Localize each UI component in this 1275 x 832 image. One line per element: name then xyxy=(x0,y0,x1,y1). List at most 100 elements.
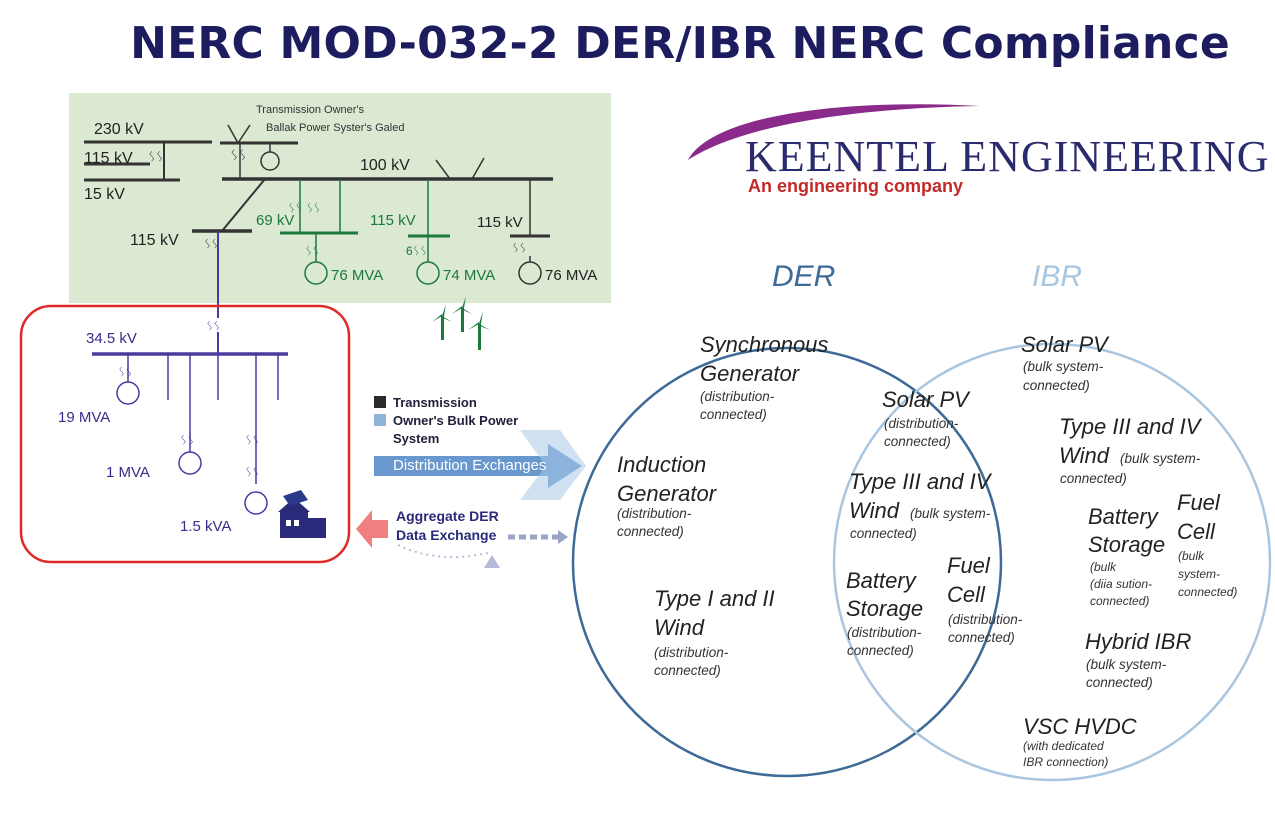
ibr-vsc-note2: IBR connection) xyxy=(1023,755,1109,769)
ibr-solar-note2: connected) xyxy=(1023,378,1090,393)
svg-text:ᛊᛊ ᛊᛊ: ᛊᛊ ᛊᛊ xyxy=(288,201,321,215)
der-type12-note1: (distribution- xyxy=(654,645,729,660)
diagram-header-line2: Ballak Power Syster's Galed xyxy=(266,122,405,134)
generator-76mva-b xyxy=(518,261,542,285)
label-load-1mva: 1 MVA xyxy=(106,464,150,481)
label-mid-symbol: 6ᛊᛊ xyxy=(406,244,428,258)
load-19mva-circle xyxy=(116,381,140,405)
svg-text:ᛊᛊ: ᛊᛊ xyxy=(245,433,259,447)
der-type12-note2: connected) xyxy=(654,663,721,678)
overlap-solar-note2: connected) xyxy=(884,434,951,449)
logo-tagline: An engineering company xyxy=(748,176,964,196)
overlap-solar-note1: (distribution- xyxy=(884,416,959,431)
logo-name: KEENTEL ENGINEERING xyxy=(745,132,1270,181)
diagram-header-line1: Transmission Owner's xyxy=(256,104,365,116)
label-15kv: 15 kV xyxy=(84,186,125,203)
label-115kv-top: 115 kV xyxy=(84,150,133,167)
ibr-wind-line1: Type III and IV xyxy=(1059,414,1201,439)
label-gen-76mva-b: 76 MVA xyxy=(545,267,598,284)
distribution-exchanges-label: Distribution Exchanges xyxy=(393,457,547,474)
overlap-fuel-note1: (distribution- xyxy=(948,612,1023,627)
ibr-solar: Solar PV xyxy=(1021,332,1108,357)
ibr-hybrid-note1: (bulk system- xyxy=(1086,657,1167,672)
legend-bulk-line1: Owner's Bulk Power xyxy=(393,413,519,428)
ibr-battery-note3: connected) xyxy=(1090,594,1150,608)
label-gen-76mva-a: 76 MVA xyxy=(331,267,384,284)
aggregate-arrow-left xyxy=(356,510,388,548)
load-1-5kva-circle xyxy=(244,491,268,515)
ibr-hybrid-note2: connected) xyxy=(1086,675,1153,690)
ibr-vsc: VSC HVDC xyxy=(1023,714,1137,739)
aggregate-der-line2: Data Exchange xyxy=(396,527,497,543)
legend-swatch-transmission xyxy=(374,396,386,408)
der-circle xyxy=(571,346,1003,778)
label-34-5kv: 34.5 kV xyxy=(86,330,137,347)
ibr-hybrid: Hybrid IBR xyxy=(1085,629,1192,654)
der-sync-gen-line1: Synchronous xyxy=(700,332,829,357)
overlap-wind-note2: connected) xyxy=(850,526,917,541)
der-heading: DER xyxy=(772,260,836,293)
legend-bulk-line2: System xyxy=(393,431,440,446)
generator-74mva xyxy=(416,261,440,285)
overlap-battery-line1: Battery xyxy=(846,568,916,593)
overlap-fuel-line1: Fuel xyxy=(947,553,990,578)
svg-text:ᛊᛊ: ᛊᛊ xyxy=(230,148,247,164)
der-sync-gen-note2: connected) xyxy=(700,407,767,422)
ibr-vsc-note1: (with dedicated xyxy=(1023,739,1104,753)
distribution-exchange-arrow xyxy=(374,444,582,488)
overlap-solar: Solar PV xyxy=(882,387,969,412)
der-sync-gen-note1: (distribution- xyxy=(700,389,775,404)
svg-text:ᛊᛊ: ᛊᛊ xyxy=(305,244,319,258)
ibr-battery-note2: (diia sution- xyxy=(1090,577,1153,591)
label-230kv: 230 kV xyxy=(94,121,144,138)
svg-text:ᛊᛊ: ᛊᛊ xyxy=(245,465,259,479)
der-induction-line2: Generator xyxy=(617,481,717,506)
svg-text:ᛊᛊ: ᛊᛊ xyxy=(206,319,220,333)
der-sync-gen-line2: Generator xyxy=(700,361,800,386)
page-title: NERC MOD-032-2 DER/IBR NERC Compliance xyxy=(130,18,1230,69)
ibr-battery-line2: Storage xyxy=(1088,532,1166,557)
der-induction-line1: Induction xyxy=(617,452,707,477)
house-solar-icon xyxy=(278,490,326,538)
ibr-wind-line2: Wind xyxy=(1059,443,1109,468)
svg-text:ᛊᛊ: ᛊᛊ xyxy=(148,150,164,165)
overlap-fuel-note2: connected) xyxy=(948,630,1015,645)
label-100kv: 100 kV xyxy=(360,157,410,174)
ibr-solar-note1: (bulk system- xyxy=(1023,359,1104,374)
label-115kv-left: 115 kV xyxy=(130,232,179,249)
overlap-battery-note2: connected) xyxy=(847,643,914,658)
aggregate-der-line1: Aggregate DER xyxy=(396,508,499,524)
der-induction-note2: connected) xyxy=(617,524,684,539)
der-induction-note1: (distribution- xyxy=(617,506,692,521)
der-type12-line2: Wind xyxy=(654,615,704,640)
label-115kv-right: 115 kV xyxy=(477,214,523,231)
label-load-19mva: 19 MVA xyxy=(58,409,111,426)
label-115kv-mid: 115 kV xyxy=(370,212,416,229)
ibr-fuel-note3: connected) xyxy=(1178,585,1238,599)
ibr-fuel-note2: system- xyxy=(1178,567,1220,581)
ibr-heading: IBR xyxy=(1032,260,1083,293)
load-1mva-circle xyxy=(178,451,202,475)
ibr-wind-note2: connected) xyxy=(1060,471,1127,486)
ibr-circle xyxy=(832,342,1272,782)
ibr-wind-note1: (bulk system- xyxy=(1120,451,1201,466)
der-type12-line1: Type I and II xyxy=(654,586,775,611)
logo-swoosh-icon xyxy=(688,104,980,160)
label-load-1-5kva: 1.5 kVA xyxy=(180,518,232,535)
overlap-wind-line1: Type III and IV xyxy=(849,469,991,494)
ibr-battery-line1: Battery xyxy=(1088,504,1158,529)
svg-text:ᛊᛊ: ᛊᛊ xyxy=(118,365,132,379)
overlap-fuel-line2: Cell xyxy=(947,582,985,607)
generator-76mva-a xyxy=(304,261,328,285)
legend-transmission: Transmission xyxy=(393,395,477,410)
ibr-battery-note1: (bulk xyxy=(1090,560,1117,574)
svg-text:ᛊᛊ: ᛊᛊ xyxy=(204,237,218,251)
overlap-wind-note1: (bulk system- xyxy=(910,506,991,521)
overlap-battery-line2: Storage xyxy=(846,596,924,621)
ibr-fuel-line1: Fuel xyxy=(1177,490,1220,515)
svg-text:ᛊᛊ: ᛊᛊ xyxy=(180,433,194,447)
wind-turbine-icon xyxy=(432,296,490,350)
distribution-box xyxy=(19,304,351,564)
svg-text:ᛊᛊ: ᛊᛊ xyxy=(512,241,526,255)
ibr-fuel-note1: (bulk xyxy=(1178,549,1205,563)
